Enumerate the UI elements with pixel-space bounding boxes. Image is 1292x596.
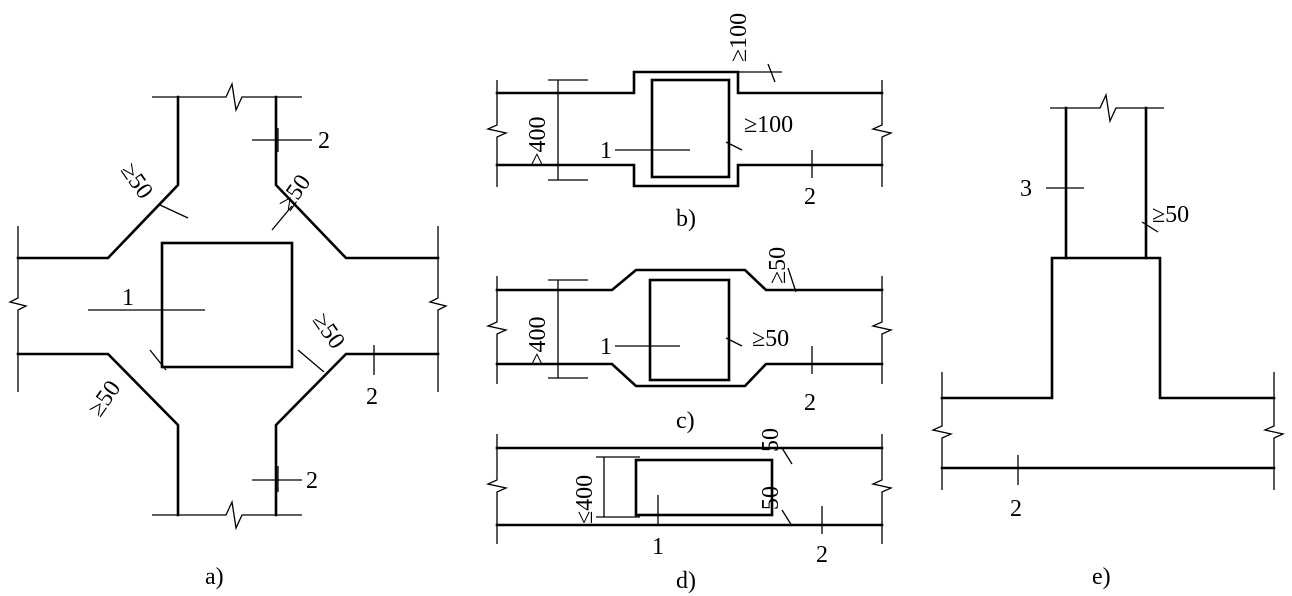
panel-e: 3 ≥50 2 e) [930, 92, 1286, 590]
d-left-break [485, 434, 509, 544]
a-label-beam-bottom: 2 [306, 468, 318, 494]
panel-b: >400 ≥100 ≥100 1 2 b) [485, 13, 894, 232]
d-bottom-dim [781, 509, 793, 527]
e-caption: e) [1092, 564, 1111, 590]
panel-a: 1 2 2 2 ≥50 ≥50 ≥50 ≥50 a) [8, 81, 448, 590]
b-beam-bottom-edge [495, 163, 884, 188]
a-label-column: 1 [122, 285, 134, 311]
a-right-break-line [428, 226, 448, 392]
e-right-break [1262, 372, 1286, 490]
c-label-column: 1 [600, 334, 612, 360]
b-caption: b) [676, 206, 696, 232]
c-side-dim [725, 337, 743, 347]
e-wall-break [1050, 92, 1164, 124]
b-right-break [870, 80, 894, 187]
a-dim-lower-left [149, 349, 167, 371]
e-label-beam: 2 [1010, 496, 1022, 522]
panel-c: >400 ≥50 ≥50 1 2 c) [485, 247, 894, 434]
d-dim-text-top: 50 [758, 428, 784, 452]
b-label-column: 1 [600, 138, 612, 164]
b-column-rect [650, 78, 731, 179]
d-top-dim [781, 447, 793, 465]
a-dim-lower-right [297, 349, 325, 373]
e-left-break [930, 372, 954, 490]
c-column-rect [648, 278, 731, 382]
a-label-beam-right: 2 [366, 384, 378, 410]
a-dim-upper-right [271, 205, 293, 231]
b-dim-text-height: >400 [525, 116, 551, 166]
e-side-dim [1141, 221, 1159, 233]
a-label-beam-top: 2 [318, 128, 330, 154]
c-top-dim [787, 267, 797, 293]
c-dim-text-side: ≥50 [752, 326, 789, 352]
a-bottom-beam-left-edge [16, 352, 180, 517]
c-dim-text-top: ≥50 [765, 247, 791, 284]
d-label-beam: 2 [816, 542, 828, 568]
a-dim-upper-left [159, 204, 189, 219]
c-beam-top-edge [495, 268, 884, 292]
a-bottom-break-line [152, 499, 302, 531]
a-dim-text-upper-left: ≥50 [115, 159, 158, 204]
b-label-beam: 2 [804, 184, 816, 210]
c-label-beam: 2 [804, 390, 816, 416]
c-right-break [870, 276, 894, 384]
c-caption: c) [676, 408, 695, 434]
d-column-rect [634, 458, 774, 517]
b-left-break [485, 80, 509, 187]
e-thickened-section [940, 256, 1276, 400]
b-side-dim [725, 141, 743, 151]
c-left-break [485, 276, 509, 384]
a-caption: a) [205, 564, 224, 590]
b-beam-top-edge [495, 70, 884, 95]
b-top-dim [767, 63, 776, 83]
c-beam-bottom-edge [495, 362, 884, 388]
a-left-break-line [8, 226, 28, 392]
panel-d: ≤400 50 50 1 2 d) [485, 428, 894, 594]
d-label-column: 1 [652, 534, 664, 560]
a-column-square [160, 241, 294, 369]
c-dim-text-height: >400 [525, 316, 551, 366]
d-dim-text-bottom: 50 [758, 486, 784, 510]
d-caption: d) [676, 568, 696, 594]
a-top-break-line [152, 81, 302, 113]
e-label-wall: 3 [1020, 176, 1032, 202]
a-bottom-beam-right-edge [274, 352, 440, 517]
d-dim-text-height: ≤400 [572, 475, 598, 524]
e-dim-text-side: ≥50 [1152, 202, 1189, 228]
a-top-beam-left-edge [16, 95, 180, 260]
a-dim-text-lower-right: ≥50 [307, 309, 350, 354]
a-dim-text-upper-right: ≥50 [274, 170, 317, 215]
b-dim-text-top: ≥100 [726, 13, 752, 62]
b-dim-text-side: ≥100 [744, 112, 793, 138]
d-right-break [870, 434, 894, 544]
a-top-beam-right-edge [274, 95, 440, 260]
a-dim-text-lower-left: ≥50 [84, 376, 127, 421]
